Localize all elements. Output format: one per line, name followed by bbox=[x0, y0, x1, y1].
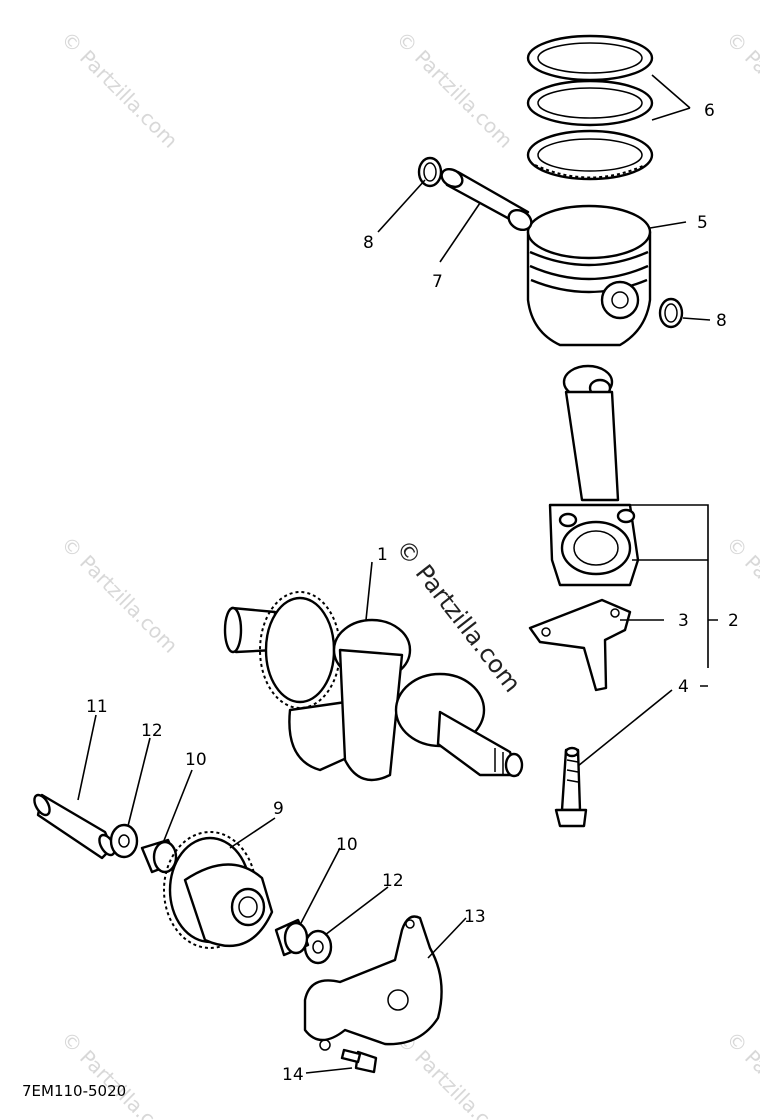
balancer-gear-part bbox=[163, 831, 274, 949]
circlip-part bbox=[658, 297, 684, 329]
callout-13: 13 bbox=[464, 907, 486, 927]
connecting-rod-part bbox=[548, 364, 640, 587]
callout-10: 10 bbox=[185, 750, 207, 770]
callout-11: 11 bbox=[86, 697, 108, 717]
small-bolt-part bbox=[340, 1048, 378, 1074]
callout-labels: 1 2 3 4 5 6 7 8 8 9 10 10 11 12 12 13 14 bbox=[86, 101, 739, 1085]
watermark-text: © Partzilla.com bbox=[721, 1027, 760, 1120]
callout-8: 8 bbox=[363, 233, 374, 253]
piston-part bbox=[526, 204, 652, 347]
callout-14: 14 bbox=[282, 1065, 304, 1085]
bearing-part bbox=[274, 918, 310, 957]
watermark-text: © Partzilla.com bbox=[56, 1027, 182, 1120]
watermark-text: © Partzilla.com bbox=[56, 27, 182, 153]
diagram-code: 7EM110-5020 bbox=[22, 1082, 126, 1100]
piston-rings-part bbox=[526, 34, 654, 181]
callout-2: 2 bbox=[728, 611, 739, 631]
callout-10: 10 bbox=[336, 835, 358, 855]
callout-9: 9 bbox=[273, 799, 284, 819]
callout-6: 6 bbox=[704, 101, 715, 121]
callout-12: 12 bbox=[141, 721, 163, 741]
callout-4: 4 bbox=[678, 677, 689, 697]
callout-12: 12 bbox=[382, 871, 404, 891]
watermark-text: © Partzilla.com bbox=[56, 532, 182, 658]
watermark-text: © Partzilla.com bbox=[391, 27, 517, 153]
watermark-center: © Partzilla.com bbox=[390, 534, 526, 697]
oil-dipper-part bbox=[528, 598, 632, 692]
balancer-cover-part bbox=[303, 915, 443, 1051]
balancer-shaft-part bbox=[33, 793, 116, 860]
piston-pin-part bbox=[440, 167, 533, 232]
callout-8: 8 bbox=[716, 311, 727, 331]
bolt-part bbox=[554, 746, 588, 828]
bearing-part bbox=[140, 838, 180, 874]
washer-part bbox=[303, 929, 333, 965]
watermark-text: © Partzilla.com bbox=[721, 27, 760, 153]
watermark-text: © Partzilla.com bbox=[721, 532, 760, 658]
washer-part bbox=[109, 823, 139, 859]
circlip-part bbox=[417, 156, 443, 188]
callout-5: 5 bbox=[697, 213, 708, 233]
callout-1: 1 bbox=[377, 545, 388, 565]
callout-3: 3 bbox=[678, 611, 689, 631]
crankshaft-part bbox=[223, 591, 524, 782]
callout-7: 7 bbox=[432, 272, 443, 292]
leader-lines bbox=[77, 74, 718, 1074]
